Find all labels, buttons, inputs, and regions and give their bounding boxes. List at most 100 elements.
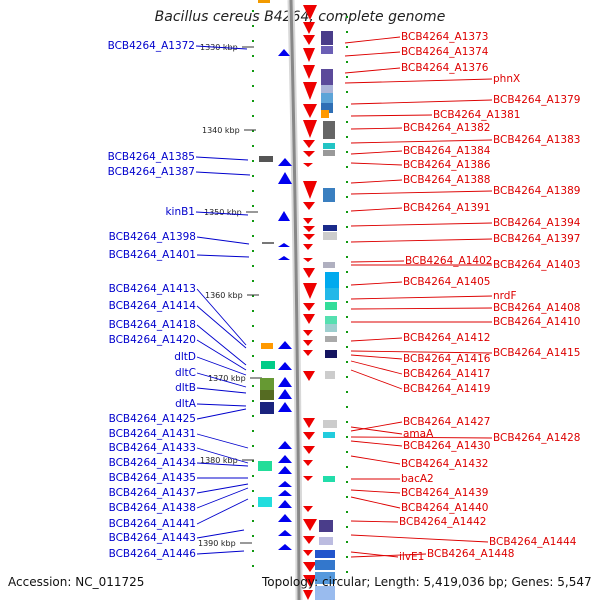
guide-tick xyxy=(346,256,348,258)
reverse-gene-arrow xyxy=(303,48,315,62)
right-gene-label: BCB4264_A1394 xyxy=(493,217,581,229)
left-gene-label: BCB4264_A1398 xyxy=(109,231,196,243)
reverse-gene-arrow xyxy=(303,104,317,118)
right-gene-label: BCB4264_A1408 xyxy=(493,302,580,314)
forward-gene-arrow xyxy=(278,362,292,370)
gene-info-block xyxy=(321,93,333,103)
right-gene-label: BCB4264_A1419 xyxy=(403,383,490,395)
reverse-gene-arrow xyxy=(303,371,315,381)
right-label-leader xyxy=(350,139,493,144)
gene-info-block xyxy=(315,572,335,584)
guide-tick xyxy=(346,91,348,93)
left-label-leader xyxy=(196,305,247,349)
left-label-leader xyxy=(196,529,245,539)
gene-info-block xyxy=(325,272,339,288)
guide-tick xyxy=(346,556,348,558)
topology-text: Topology: circular; Length: 5,419,036 bp… xyxy=(262,575,592,589)
guide-tick xyxy=(252,205,254,207)
gene-info-block xyxy=(315,560,335,570)
left-gene-label: BCB4264_A1387 xyxy=(108,166,195,178)
guide-tick xyxy=(346,466,348,468)
left-gene-label: BCB4264_A1433 xyxy=(109,442,196,454)
forward-gene-arrow xyxy=(278,514,292,522)
left-label-leader xyxy=(195,156,249,161)
forward-gene-arrow xyxy=(278,158,292,166)
right-label-leader xyxy=(350,553,427,558)
right-gene-label: ilvE1 xyxy=(399,551,424,563)
gene-info-block xyxy=(321,69,333,85)
gene-info-block xyxy=(260,378,274,390)
reverse-gene-arrow xyxy=(303,314,315,324)
left-gene-label: dltD xyxy=(174,351,196,363)
reverse-gene-arrow xyxy=(303,151,315,157)
right-label-leader xyxy=(350,207,403,212)
guide-tick xyxy=(252,40,254,42)
right-gene-label: BCB4264_A1405 xyxy=(403,276,490,288)
guide-tick xyxy=(346,211,348,213)
right-gene-label: bacA2 xyxy=(401,473,434,485)
reverse-gene-arrow xyxy=(303,303,315,311)
gene-info-block xyxy=(262,242,274,244)
right-label-leader xyxy=(350,354,403,360)
reverse-gene-arrow xyxy=(303,65,315,79)
guide-tick xyxy=(252,25,254,27)
right-label-leader xyxy=(350,179,403,184)
guide-tick xyxy=(252,190,254,192)
gene-info-block xyxy=(323,432,335,438)
reverse-gene-arrow xyxy=(303,575,317,587)
forward-gene-arrow xyxy=(278,377,292,387)
guide-tick xyxy=(346,421,348,423)
right-gene-label: BCB4264_A1428 xyxy=(493,432,580,444)
right-label-leader xyxy=(350,360,403,375)
left-label-leader xyxy=(196,339,247,371)
right-gene-label: BCB4264_A1410 xyxy=(493,316,580,328)
left-label-leader xyxy=(196,483,249,494)
reverse-gene-arrow xyxy=(303,506,313,512)
gene-info-block xyxy=(321,110,329,118)
right-gene-label: BCB4264_A1388 xyxy=(403,174,490,186)
reverse-gene-arrow xyxy=(303,590,313,600)
guide-tick xyxy=(346,391,348,393)
gene-info-block xyxy=(325,316,337,324)
left-label-leader xyxy=(196,403,247,407)
gene-info-block xyxy=(323,420,337,428)
gene-info-block xyxy=(323,476,335,482)
guide-tick xyxy=(252,325,254,327)
right-label-leader xyxy=(350,99,493,105)
reverse-gene-arrow xyxy=(303,35,315,45)
accession-text: Accession: NC_011725 xyxy=(8,575,145,589)
forward-gene-arrow xyxy=(278,256,290,260)
guide-tick xyxy=(346,511,348,513)
left-label-leader xyxy=(196,372,247,388)
right-gene-label: BCB4264_A1417 xyxy=(403,368,490,380)
left-gene-label: BCB4264_A1431 xyxy=(109,428,196,440)
gene-info-block xyxy=(319,520,333,532)
guide-tick xyxy=(252,280,254,282)
gene-info-block xyxy=(323,262,335,268)
guide-tick xyxy=(252,535,254,537)
reverse-gene-arrow xyxy=(303,418,315,428)
left-label-leader xyxy=(195,45,248,50)
right-gene-label: BCB4264_A1374 xyxy=(401,46,489,58)
guide-tick xyxy=(252,475,254,477)
guide-tick xyxy=(252,310,254,312)
genome-axis xyxy=(289,0,301,600)
position-tick-label: 1360 kbp xyxy=(205,291,243,300)
left-gene-label: dltB xyxy=(175,382,196,394)
gene-info-block xyxy=(321,103,333,113)
left-label-leader xyxy=(195,211,249,216)
right-label-leader xyxy=(350,455,401,465)
right-gene-label: BCB4264_A1440 xyxy=(401,502,488,514)
reverse-gene-arrow xyxy=(303,234,315,240)
right-gene-label: BCB4264_A1444 xyxy=(489,536,577,548)
guide-tick xyxy=(252,220,254,222)
right-gene-label: BCB4264_A1430 xyxy=(403,440,490,452)
gene-info-block xyxy=(323,232,337,240)
guide-tick xyxy=(252,550,254,552)
left-label-leader xyxy=(196,356,247,376)
left-gene-label: kinB1 xyxy=(165,206,195,218)
guide-tick xyxy=(346,61,348,63)
guide-tick xyxy=(346,76,348,78)
gene-info-block xyxy=(261,361,275,369)
right-gene-label: BCB4264_A1415 xyxy=(493,347,580,359)
